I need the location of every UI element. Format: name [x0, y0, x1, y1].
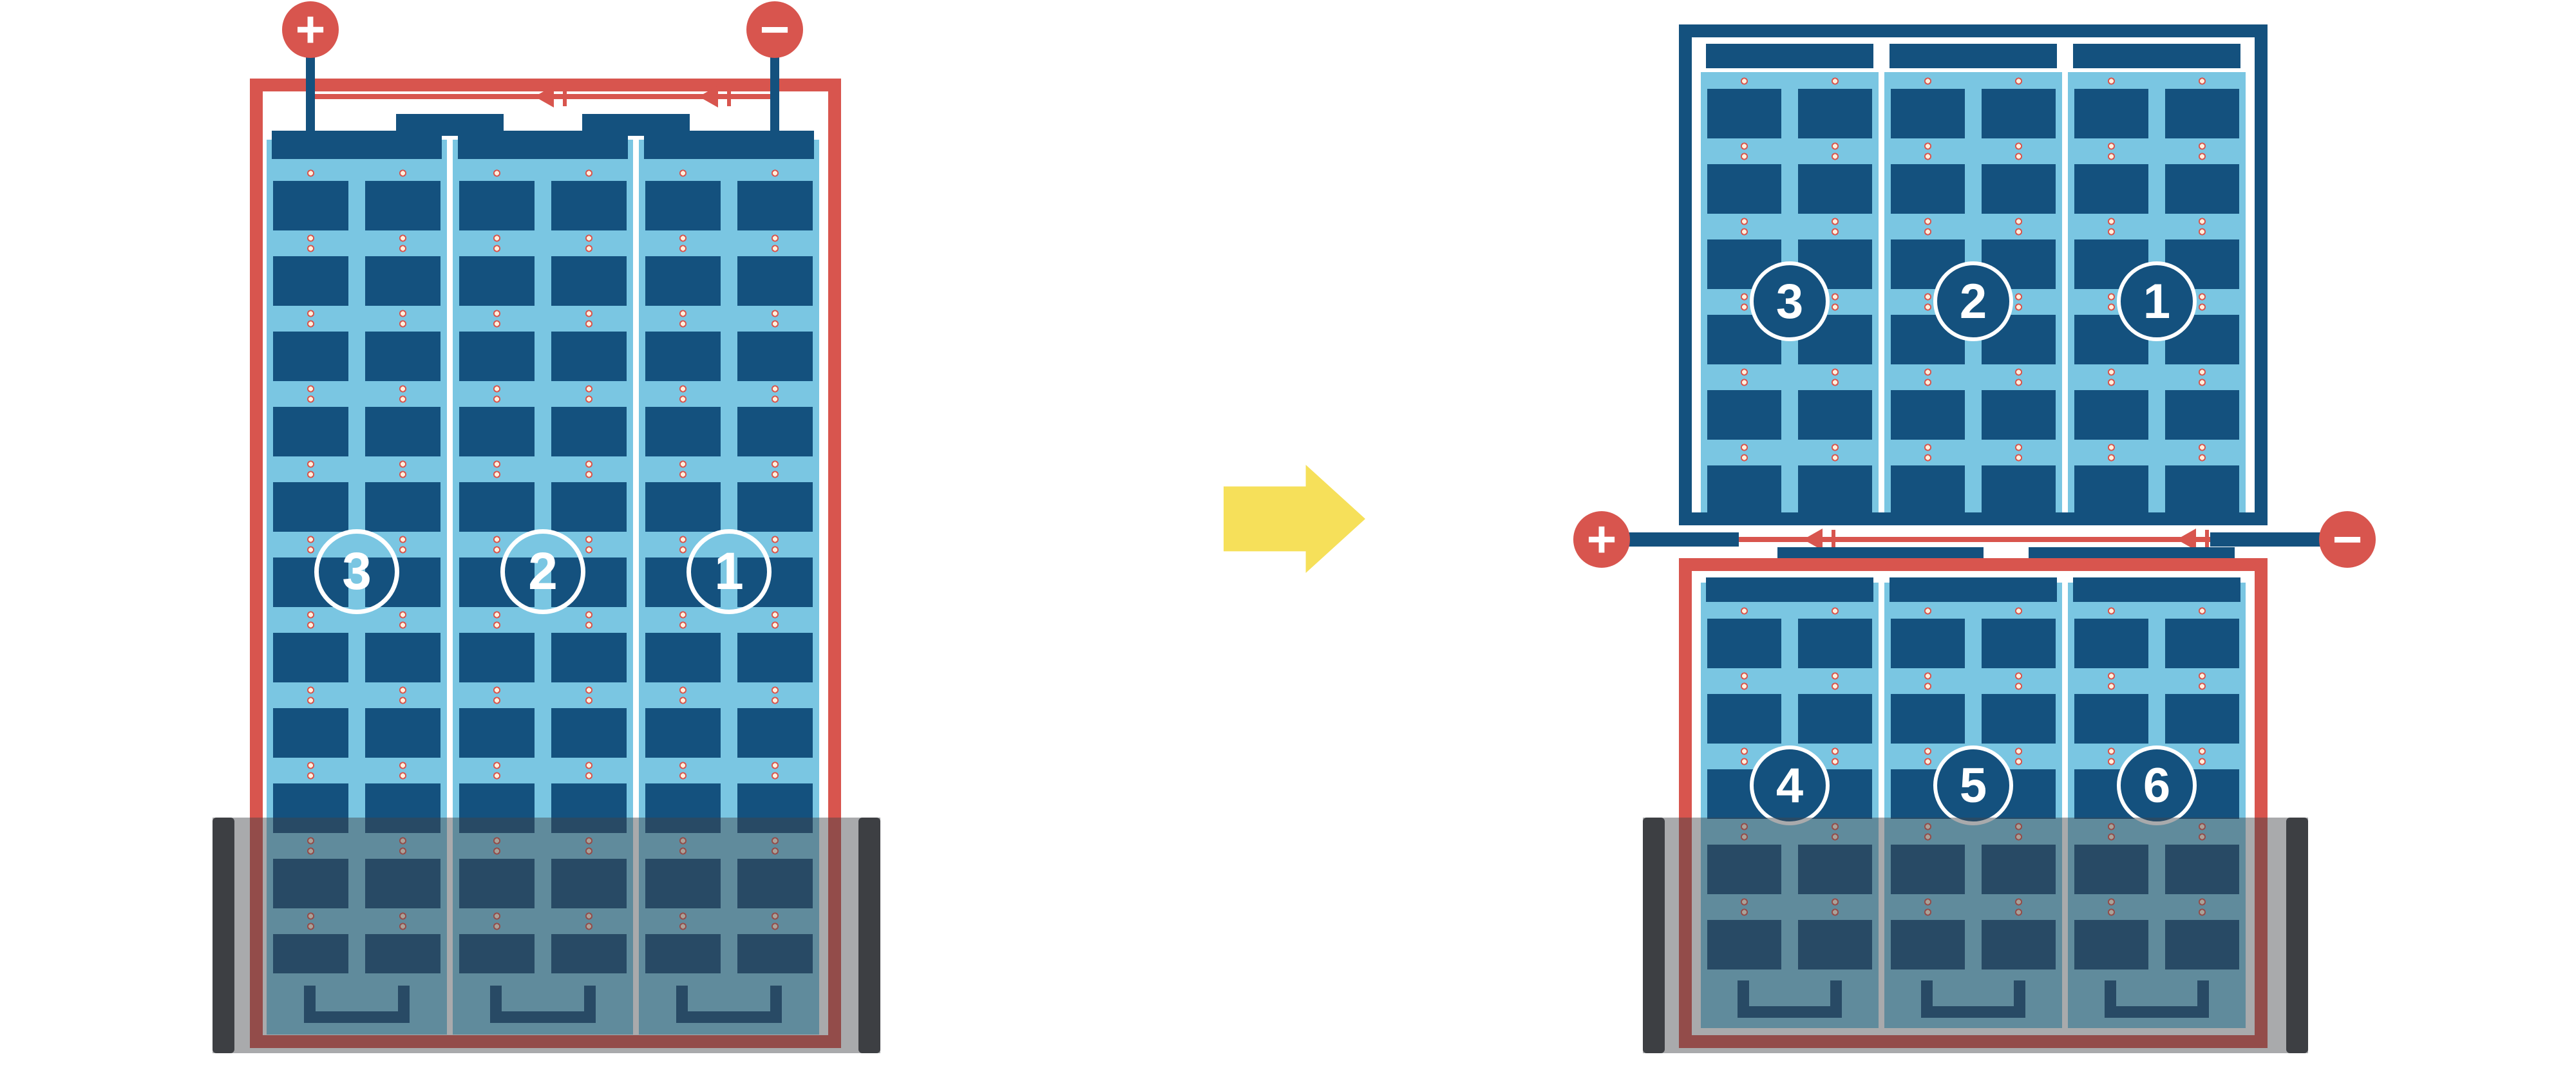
positive-terminal: + — [1573, 511, 1630, 568]
current-arrow-icon — [1803, 529, 1823, 550]
series-junction-bar — [2029, 547, 2235, 561]
minus-icon: − — [2332, 511, 2363, 568]
string-top-connector — [1889, 44, 2057, 68]
string-number-badge: 6 — [2117, 745, 2197, 825]
negative-terminal: − — [2319, 511, 2376, 568]
string-bottom-connector — [676, 986, 782, 1023]
plus-icon: + — [1586, 511, 1617, 568]
string-bottom-connector — [1738, 980, 1842, 1018]
string-number-badge: 3 — [1750, 261, 1830, 341]
negative-terminal: − — [746, 1, 803, 58]
cell-string: 1 — [639, 131, 819, 1035]
plus-icon: + — [295, 1, 326, 58]
left-circuit-frame — [250, 79, 841, 1048]
wire-tick-icon — [1832, 530, 1835, 549]
string-top-connector — [2073, 44, 2240, 68]
shadow-overlay — [213, 818, 880, 1053]
positive-terminal: + — [282, 1, 339, 58]
left-current-wire — [310, 86, 775, 108]
current-arrow-icon — [2177, 529, 2196, 550]
string-bottom-connector — [304, 986, 410, 1023]
string-number-badge: 3 — [314, 529, 399, 614]
shade-edge-bar — [1643, 818, 1665, 1053]
right-top-frame — [1679, 24, 2268, 525]
series-junction-bar — [1777, 547, 1984, 561]
string-top-connector — [1889, 577, 2057, 602]
cell-string: 2 — [453, 131, 633, 1035]
cell-string: 3 — [1701, 44, 1879, 512]
shade-edge-bar — [858, 818, 880, 1053]
wire-tick-icon — [727, 87, 731, 106]
cell-string: 3 — [267, 131, 447, 1035]
string-bottom-connector — [490, 986, 596, 1023]
cell-string: 4 — [1701, 577, 1879, 1028]
shadow-overlay — [1643, 818, 2308, 1053]
string-top-connector — [2073, 577, 2240, 602]
wire-tick-icon — [563, 87, 567, 106]
string-jumper — [396, 114, 504, 136]
right-bottom-pv-panel: 4 5 6 — [1701, 577, 2246, 1028]
string-jumper — [582, 114, 690, 136]
shade-edge-bar — [213, 818, 234, 1053]
wire-tick-icon — [2205, 530, 2209, 549]
string-bottom-connector — [1921, 980, 2025, 1018]
cell-string: 5 — [1884, 577, 2062, 1028]
string-number-badge: 1 — [2117, 261, 2197, 341]
string-number-badge: 1 — [687, 529, 772, 614]
right-current-wire — [1602, 529, 2347, 550]
left-pv-panel: 3 2 1 — [267, 114, 819, 1035]
string-top-connector — [1706, 577, 1873, 602]
current-arrow-icon — [699, 86, 718, 108]
string-number-badge: 2 — [1933, 261, 2013, 341]
minus-icon: − — [759, 1, 790, 58]
cell-string: 2 — [1884, 44, 2062, 512]
cell-string: 1 — [2068, 44, 2246, 512]
string-number-badge: 5 — [1933, 745, 2013, 825]
right-bottom-frame — [1679, 558, 2268, 1048]
string-number-badge: 4 — [1750, 745, 1830, 825]
current-arrow-icon — [535, 86, 554, 108]
string-number-badge: 2 — [500, 529, 585, 614]
right-top-pv-panel: 3 2 1 — [1701, 44, 2246, 512]
cell-string: 6 — [2068, 577, 2246, 1028]
transition-arrow-icon — [1224, 465, 1365, 573]
string-top-connector — [1706, 44, 1873, 68]
shade-edge-bar — [2286, 818, 2308, 1053]
positive-junction-bar — [1616, 532, 1739, 547]
negative-junction-bar — [2210, 532, 2333, 547]
string-bottom-connector — [2105, 980, 2209, 1018]
